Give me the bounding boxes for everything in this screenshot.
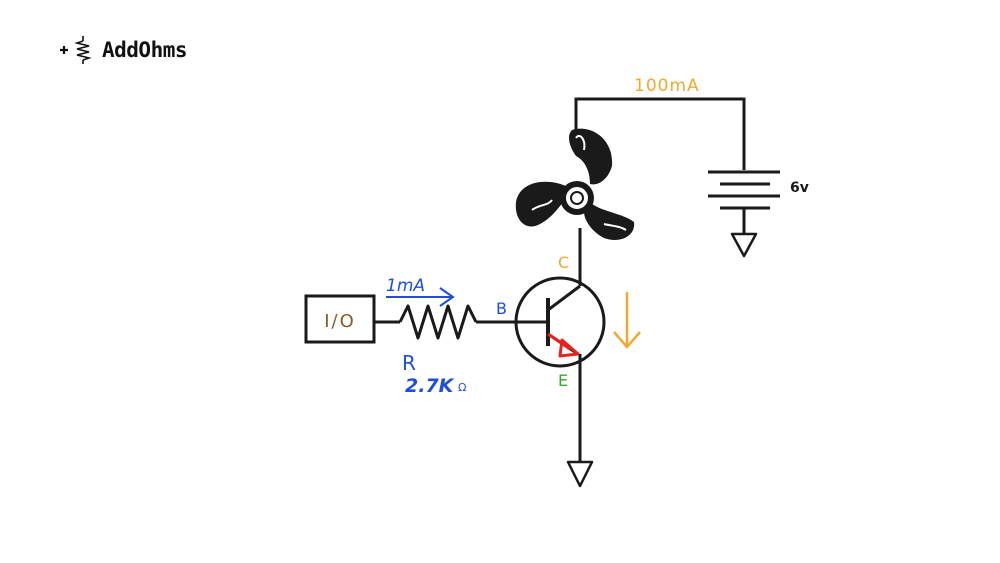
- emitter-pin-label: E: [558, 371, 568, 390]
- wire-fan-to-supply: [574, 97, 746, 170]
- base-pin-label: B: [496, 299, 507, 318]
- fan-icon: [515, 128, 635, 241]
- resistor-unit-label: Ω: [458, 381, 466, 394]
- emitter-ground-icon: [566, 460, 594, 488]
- base-current-label: 1mA: [386, 276, 425, 296]
- load-current-label: 100mA: [634, 76, 700, 96]
- battery-ground-icon: [730, 232, 758, 258]
- resistor-symbol: [398, 304, 478, 340]
- transistor-collector-lead: [547, 284, 581, 312]
- resistor-value-label: 2.7K: [405, 375, 455, 397]
- io-pin-box: I/O: [304, 294, 376, 344]
- collector-pin-label: C: [558, 253, 569, 272]
- emitter-arrow: [547, 332, 580, 358]
- resistor-logo-icon: [60, 36, 92, 64]
- battery-symbol: [708, 170, 780, 210]
- resistor-name-label: R: [402, 351, 416, 375]
- supply-voltage-label: 6v: [790, 180, 809, 196]
- io-label: I/O: [324, 311, 356, 332]
- transistor-body: [514, 276, 606, 368]
- collector-current-arrow: [613, 292, 641, 349]
- addohms-logo: AddOhms: [58, 34, 188, 66]
- brand-name: AddOhms: [102, 38, 188, 62]
- base-current-arrow: [386, 287, 455, 307]
